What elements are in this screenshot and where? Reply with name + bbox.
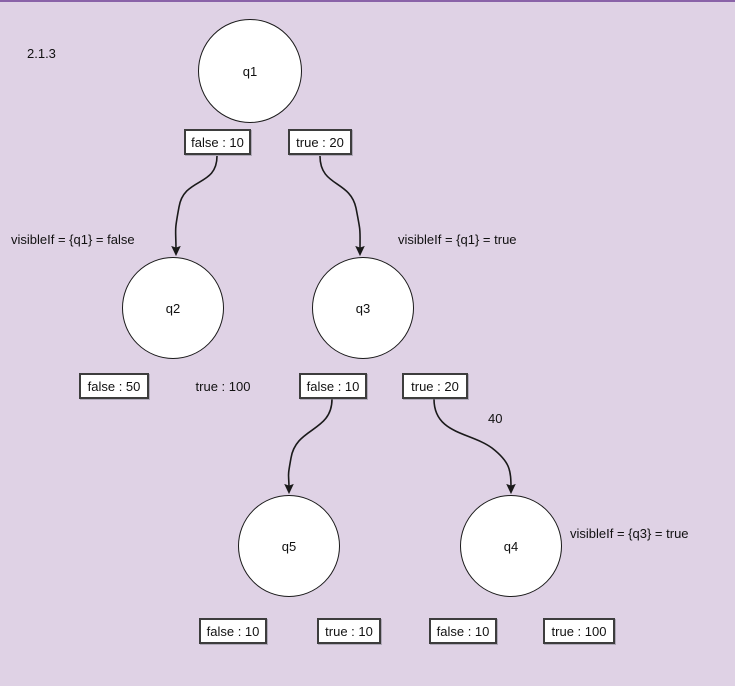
q2-false-chip[interactable]: false : 50 bbox=[79, 373, 149, 399]
diagram-id-label: 2.1.3 bbox=[27, 46, 56, 61]
q4-true-chip[interactable]: true : 100 bbox=[543, 618, 615, 644]
visibleif-q2: visibleIf = {q1} = false bbox=[11, 232, 135, 247]
node-label-q2: q2 bbox=[165, 300, 181, 316]
q5-true-chip[interactable]: true : 10 bbox=[317, 618, 381, 644]
node-label-q3: q3 bbox=[355, 300, 371, 316]
q2-true-chip[interactable]: true : 100 bbox=[195, 378, 251, 394]
q4-false-chip[interactable]: false : 10 bbox=[429, 618, 497, 644]
node-q1[interactable]: q1 bbox=[198, 19, 302, 123]
edge-weight-40: 40 bbox=[488, 411, 503, 426]
node-label-q1: q1 bbox=[242, 63, 258, 79]
visibleif-q3: visibleIf = {q1} = true bbox=[398, 232, 517, 247]
q1-false-chip[interactable]: false : 10 bbox=[184, 129, 251, 155]
node-label-q4: q4 bbox=[503, 538, 519, 554]
node-q3[interactable]: q3 bbox=[312, 257, 414, 359]
edge-q1-true-q3 bbox=[319, 155, 365, 257]
visibleif-q4: visibleIf = {q3} = true bbox=[570, 526, 689, 541]
q3-true-chip[interactable]: true : 20 bbox=[402, 373, 468, 399]
q3-false-chip[interactable]: false : 10 bbox=[299, 373, 367, 399]
q1-true-chip[interactable]: true : 20 bbox=[288, 129, 352, 155]
node-q4[interactable]: q4 bbox=[460, 495, 562, 597]
node-q5[interactable]: q5 bbox=[238, 495, 340, 597]
q5-false-chip[interactable]: false : 10 bbox=[199, 618, 267, 644]
node-label-q5: q5 bbox=[281, 538, 297, 554]
edge-q1-false-q2 bbox=[171, 155, 218, 257]
edge-q3-false-q5 bbox=[284, 398, 333, 495]
node-q2[interactable]: q2 bbox=[122, 257, 224, 359]
